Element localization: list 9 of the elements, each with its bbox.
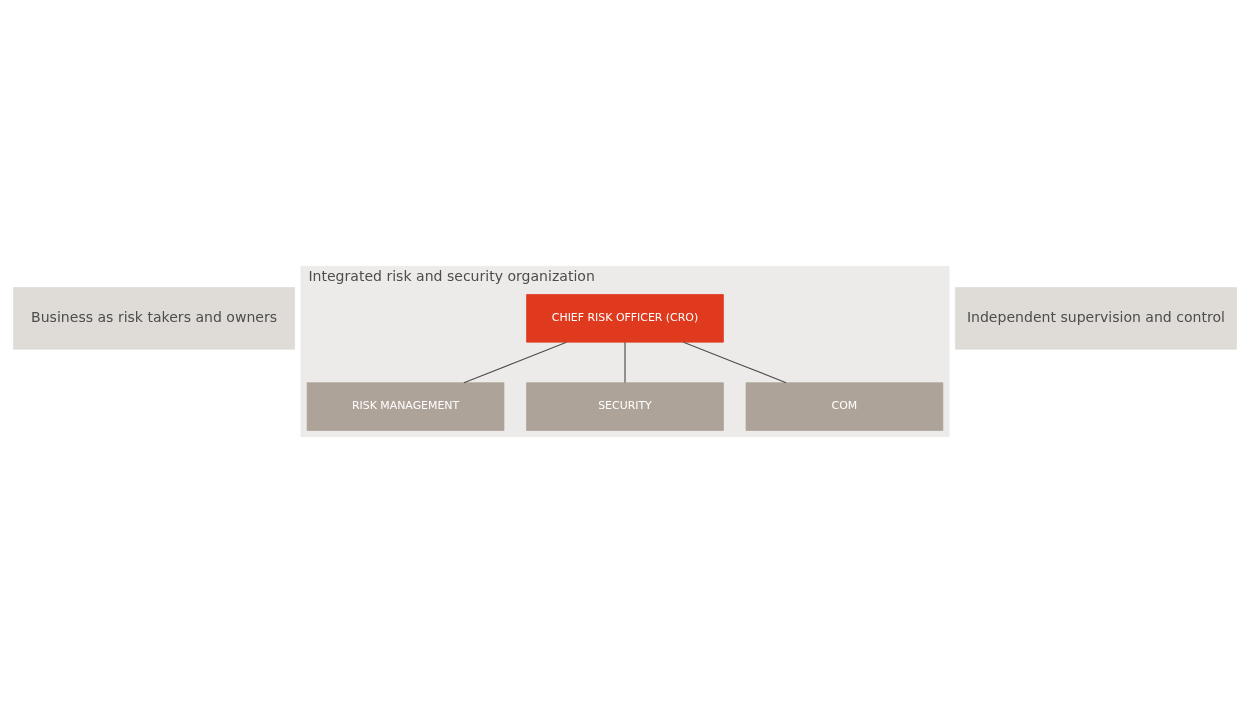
node-box: COM: [745, 382, 944, 431]
connector: [463, 341, 568, 384]
connector: [682, 341, 787, 384]
node-box: Business as risk takers and owners: [13, 287, 296, 350]
node-box: Independent supervision and control: [954, 287, 1237, 350]
node-box: CHIEF RISK OFFICER (CRO): [526, 294, 724, 343]
node-box: RISK MANAGEMENT: [306, 382, 505, 431]
node-box: SECURITY: [526, 382, 724, 431]
connector: [624, 341, 626, 384]
